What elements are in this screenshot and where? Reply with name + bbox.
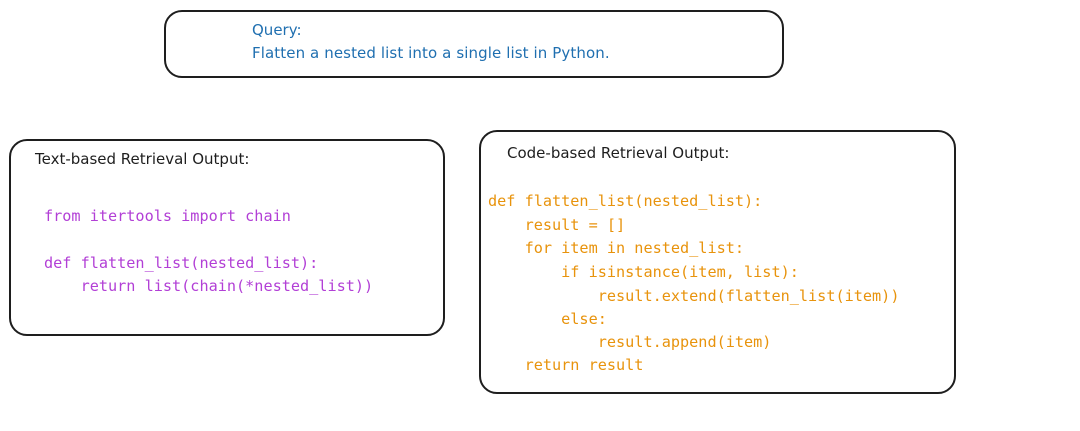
text-retrieval-title: Text-based Retrieval Output: (35, 150, 250, 168)
code-retrieval-panel: Code-based Retrieval Output: def flatten… (479, 130, 956, 394)
code-code-line: result = [] (488, 216, 626, 234)
text-code-line: return list(chain(*nested_list)) (44, 277, 374, 295)
query-box: Query: Flatten a nested list into a sing… (164, 10, 784, 78)
code-code-line: result.append(item) (488, 333, 772, 351)
query-label: Query: (252, 21, 302, 39)
text-retrieval-panel: Text-based Retrieval Output: from iterto… (9, 139, 445, 336)
code-code-line: for item in nested_list: (488, 239, 745, 257)
code-retrieval-title: Code-based Retrieval Output: (507, 144, 730, 162)
text-code-line: def flatten_list(nested_list): (44, 254, 319, 272)
code-code-line: def flatten_list(nested_list): (488, 192, 763, 210)
code-code-line: if isinstance(item, list): (488, 263, 799, 281)
query-text: Flatten a nested list into a single list… (252, 44, 610, 62)
code-code-line: return result (488, 356, 644, 374)
code-code-line: result.extend(flatten_list(item)) (488, 287, 900, 305)
code-code-line: else: (488, 310, 607, 328)
text-code-line: from itertools import chain (44, 207, 291, 225)
